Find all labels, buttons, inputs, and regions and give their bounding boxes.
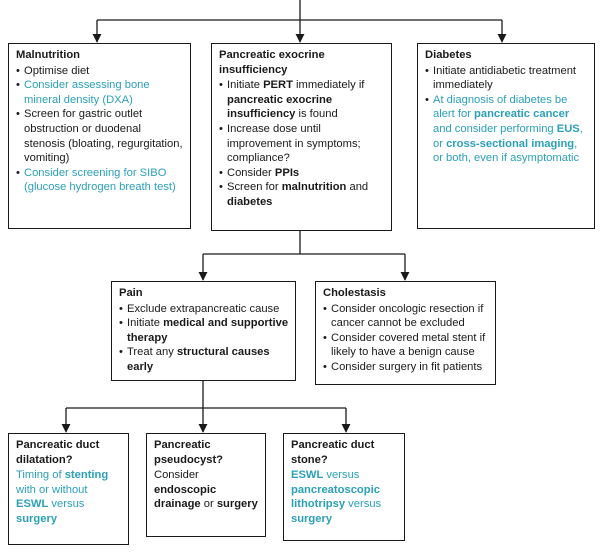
text-segment: pancreatic cancer bbox=[474, 108, 570, 121]
text-segment: ESWL bbox=[291, 469, 324, 482]
pain-list: Exclude extrapancreatic causeInitiate me… bbox=[119, 302, 289, 375]
text-segment: , or bbox=[433, 122, 583, 150]
list-item: Initiate medical and supportive therapy bbox=[119, 316, 289, 345]
dilatation-body: Timing of stenting with or without ESWL … bbox=[16, 468, 122, 526]
pei-list: Initiate PERT immediately if pancreatic … bbox=[219, 78, 385, 209]
stone-body: ESWL versus pancreatoscopic lithotripsy … bbox=[291, 468, 398, 526]
text-segment: surgery bbox=[291, 512, 333, 525]
text-segment: and consider performing bbox=[433, 122, 557, 135]
text-segment: , or both, even if asymptomatic bbox=[433, 137, 580, 165]
dilatation-title: Pancreatic duct dilatation? bbox=[16, 439, 100, 466]
dilatation-box: Pancreatic duct dilatation? Timing of st… bbox=[8, 433, 129, 545]
pseudocyst-body: Consider endoscopic drainage or surgery bbox=[154, 468, 259, 512]
text-segment: diabetes bbox=[227, 195, 273, 208]
text-segment: Consider assessing bone mineral density … bbox=[24, 79, 150, 106]
text-segment: ESWL bbox=[16, 498, 49, 511]
list-item: Screen for gastric outlet obstruction or… bbox=[16, 107, 184, 165]
list-item: Exclude extrapancreatic cause bbox=[119, 302, 289, 317]
text-segment: Initiate bbox=[227, 79, 264, 92]
text-segment: Consider screening for SIBO (glucose hyd… bbox=[24, 166, 176, 194]
text-segment: surgery bbox=[16, 512, 58, 525]
text-segment: PERT bbox=[263, 79, 293, 92]
text-segment: Consider surgery in fit patients bbox=[331, 360, 483, 373]
text-segment: Consider bbox=[154, 469, 199, 482]
text-segment: versus bbox=[323, 469, 360, 482]
text-segment: with or without bbox=[16, 483, 88, 496]
list-item: Consider surgery in fit patients bbox=[323, 360, 489, 375]
text-segment: Consider oncologic resection if cancer c… bbox=[331, 302, 484, 330]
list-item: Consider assessing bone mineral density … bbox=[16, 78, 184, 107]
text-segment: At diagnosis of diabetes be alert for bbox=[433, 93, 568, 121]
text-segment: Treat any bbox=[127, 346, 177, 359]
text-segment: stenting bbox=[64, 469, 109, 482]
text-segment: Consider covered metal stent if likely t… bbox=[331, 331, 486, 359]
text-segment: Consider bbox=[227, 166, 275, 179]
stone-box: Pancreatic duct stone? ESWL versus pancr… bbox=[283, 433, 405, 541]
text-segment: Initiate antidiabetic treatment immediat… bbox=[433, 64, 577, 92]
cholestasis-list: Consider oncologic resection if cancer c… bbox=[323, 302, 489, 375]
list-item: Consider oncologic resection if cancer c… bbox=[323, 302, 489, 331]
text-segment: Timing of bbox=[16, 469, 65, 482]
text-segment: pancreatic exocrine insufficiency bbox=[227, 93, 333, 121]
list-item: Initiate antidiabetic treatment immediat… bbox=[425, 64, 588, 93]
text-segment: medical and supportive therapy bbox=[127, 317, 289, 344]
cholestasis-box: Cholestasis Consider oncologic resection… bbox=[315, 281, 496, 385]
text-segment: pancreatoscopic lithotripsy bbox=[291, 483, 380, 511]
text-segment: Optimise diet bbox=[24, 64, 90, 77]
text-segment: and bbox=[346, 181, 369, 194]
cholestasis-title: Cholestasis bbox=[323, 287, 386, 299]
text-segment: surgery bbox=[216, 498, 258, 511]
text-segment: Screen for gastric outlet obstruction or… bbox=[24, 108, 183, 165]
text-segment: Exclude extrapancreatic cause bbox=[127, 302, 280, 315]
pain-box: Pain Exclude extrapancreatic causeInitia… bbox=[111, 281, 296, 381]
malnutrition-box: Malnutrition Optimise dietConsider asses… bbox=[8, 43, 191, 229]
text-segment: immediately if bbox=[292, 79, 365, 92]
text-segment: versus bbox=[48, 498, 85, 511]
text-segment: is found bbox=[295, 108, 338, 121]
text-segment: malnutrition bbox=[281, 181, 347, 194]
text-segment: Initiate bbox=[127, 317, 164, 330]
list-item: Consider screening for SIBO (glucose hyd… bbox=[16, 166, 184, 195]
pei-box: Pancreatic exocrine insufficiency Initia… bbox=[211, 43, 392, 231]
list-item: Increase dose until improvement in sympt… bbox=[219, 122, 385, 166]
text-segment: PPIs bbox=[274, 166, 300, 179]
pseudocyst-title: Pancreatic pseudocyst? bbox=[154, 439, 224, 466]
list-item: At diagnosis of diabetes be alert for pa… bbox=[425, 93, 588, 166]
list-item: Initiate PERT immediately if pancreatic … bbox=[219, 78, 385, 122]
pain-title: Pain bbox=[119, 287, 143, 299]
text-segment: Screen for bbox=[227, 181, 282, 194]
malnutrition-list: Optimise dietConsider assessing bone min… bbox=[16, 64, 184, 195]
diabetes-box: Diabetes Initiate antidiabetic treatment… bbox=[417, 43, 595, 229]
list-item: Treat any structural causes early bbox=[119, 345, 289, 374]
list-item: Consider PPIs bbox=[219, 166, 385, 181]
list-item: Consider covered metal stent if likely t… bbox=[323, 331, 489, 360]
pseudocyst-box: Pancreatic pseudocyst? Consider endoscop… bbox=[146, 433, 266, 537]
text-segment: or bbox=[200, 498, 217, 511]
list-item: Optimise diet bbox=[16, 64, 184, 79]
pei-title: Pancreatic exocrine insufficiency bbox=[219, 49, 325, 76]
text-segment: structural causes early bbox=[127, 346, 270, 373]
diabetes-title: Diabetes bbox=[425, 49, 472, 61]
text-segment: cross-sectional imaging bbox=[446, 137, 575, 150]
malnutrition-title: Malnutrition bbox=[16, 49, 81, 61]
text-segment: EUS bbox=[556, 122, 580, 135]
list-item: Screen for malnutrition and diabetes bbox=[219, 180, 385, 209]
text-segment: versus bbox=[345, 498, 382, 511]
stone-title: Pancreatic duct stone? bbox=[291, 439, 375, 466]
text-segment: Increase dose until improvement in sympt… bbox=[227, 122, 361, 165]
diabetes-list: Initiate antidiabetic treatment immediat… bbox=[425, 64, 588, 166]
text-segment: endoscopic drainage bbox=[154, 483, 217, 511]
